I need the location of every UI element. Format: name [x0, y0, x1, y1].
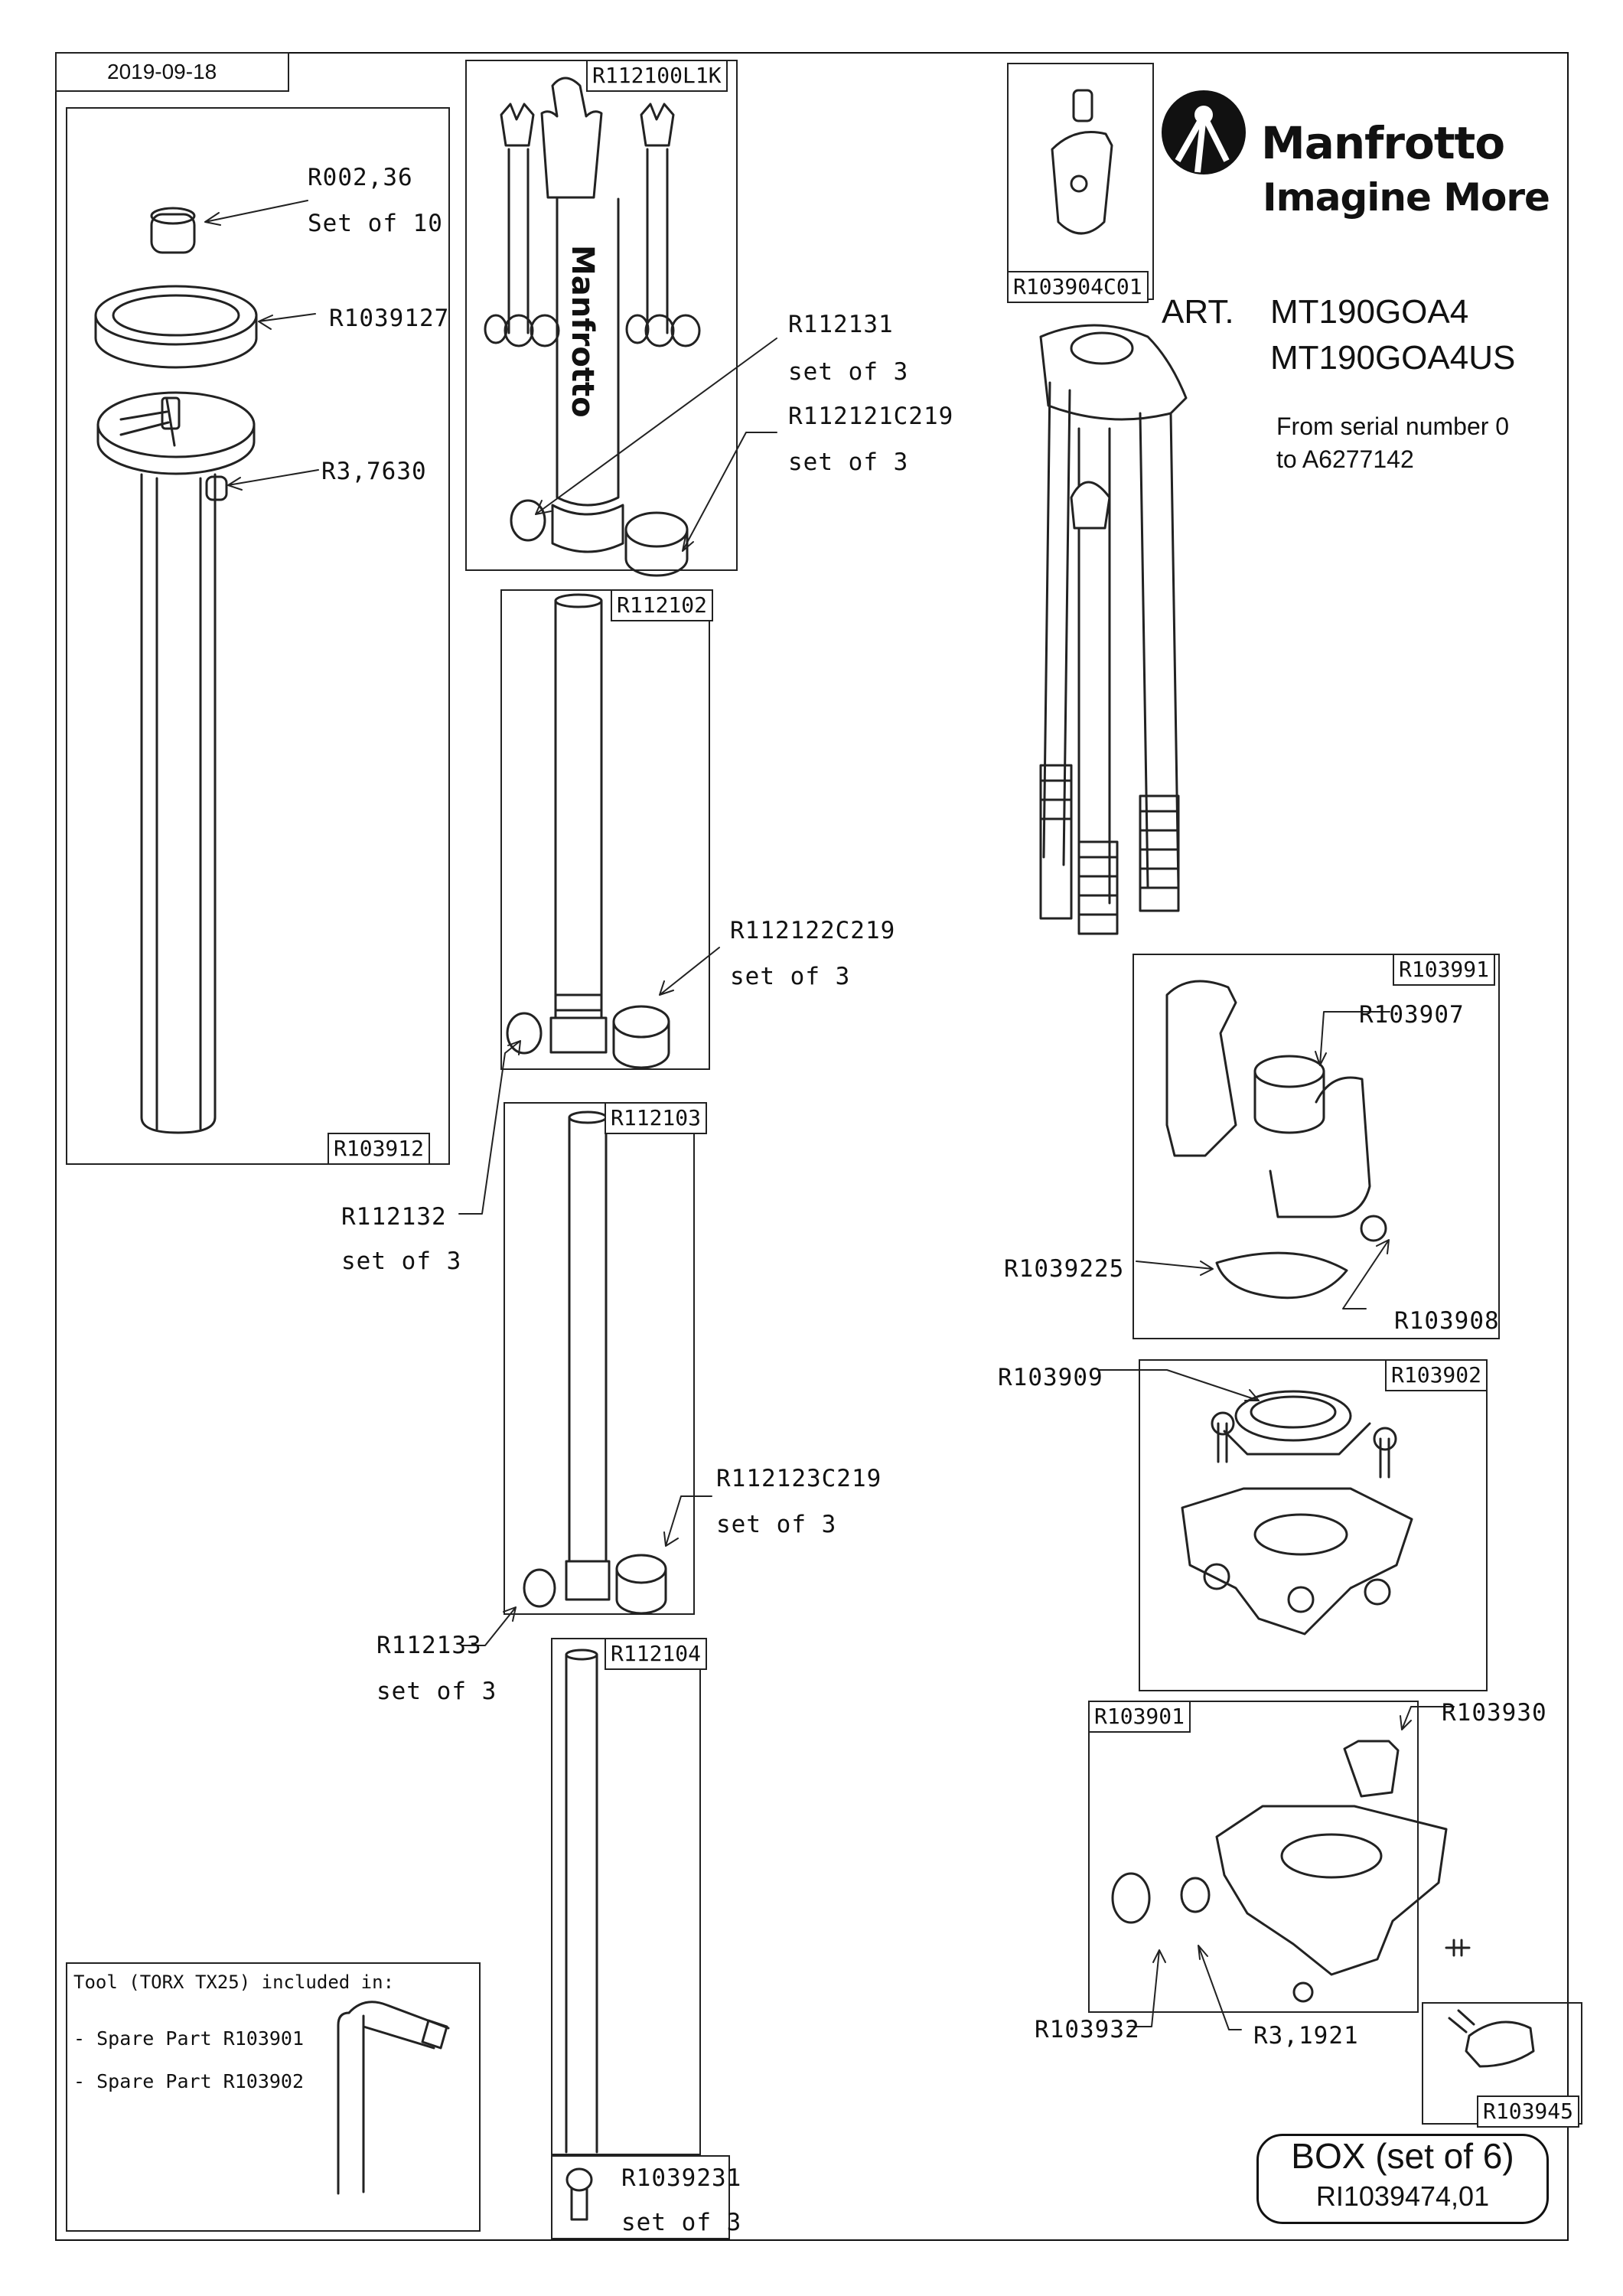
tool-title: Tool (TORX TX25) included in:	[73, 1971, 395, 1993]
part-label-r103932: R103932	[1035, 2016, 1140, 2043]
kit-box-collar	[1139, 1359, 1488, 1691]
part-label-r112123c219: R112123C219	[716, 1465, 882, 1492]
date-stamp-box	[55, 52, 289, 92]
leader-lines	[204, 200, 1455, 2030]
kit-box-column	[66, 107, 450, 1165]
box-set-code: RI1039474,01	[1315, 2180, 1490, 2212]
article-code-1: MT190GOA4	[1270, 293, 1469, 331]
brand-name: Manfrotto	[1261, 117, 1505, 169]
tripod-drawing	[1039, 324, 1188, 935]
part-label-r103909: R103909	[998, 1364, 1103, 1391]
part-qty-r1039231: set of 3	[621, 2209, 742, 2236]
serial-note-line-2: to A6277142	[1276, 445, 1414, 473]
part-label-r112131: R112131	[788, 311, 894, 338]
part-label-r112122c219: R112122C219	[730, 917, 896, 944]
box-set-badge	[1256, 2134, 1549, 2224]
kit-tag-legs: R112100L1K	[586, 60, 728, 92]
leg-angle-block-drawing	[1165, 980, 1387, 1300]
serial-note-line-1: From serial number 0	[1276, 413, 1510, 440]
kit-tag-leg2: R112102	[611, 589, 714, 621]
part-qty-r00236: Set of 10	[308, 210, 443, 237]
kit-box-spider	[1088, 1701, 1419, 2013]
kit-box-legs	[465, 60, 738, 571]
tool-line-1: - Spare Part R103901	[73, 2027, 305, 2050]
part-qty-r112121c219: set of 3	[788, 448, 909, 476]
part-label-r103930: R103930	[1442, 1699, 1547, 1727]
article-code-2: MT190GOA4US	[1270, 339, 1516, 377]
part-label-r37630: R3,7630	[321, 458, 427, 485]
part-qty-r112132: set of 3	[341, 1247, 462, 1275]
kit-tag-leg3: R112103	[605, 1102, 708, 1134]
kit-box-leg2	[500, 589, 710, 1070]
part-label-r1039231: R1039231	[621, 2164, 742, 2192]
tool-info-box	[66, 1962, 481, 2232]
knob-drawing	[1448, 2009, 1535, 2068]
part-label-r103907: R103907	[1359, 1001, 1465, 1029]
article-prefix: ART.	[1162, 293, 1234, 331]
manfrotto-logo	[1162, 90, 1246, 174]
leg-tube-3-drawing	[523, 1110, 667, 1615]
box-set-title: BOX (set of 6)	[1291, 2136, 1514, 2176]
kit-tag-collar: R103902	[1385, 1359, 1488, 1391]
tool-line-2: - Spare Part R103902	[73, 2070, 305, 2092]
kit-tag-spider: R103901	[1088, 1701, 1191, 1733]
kit-tag-leg4: R112104	[605, 1638, 708, 1670]
date-stamp: 2019-09-18	[107, 60, 217, 83]
leg-kit-drawing: Manfrotto	[484, 77, 701, 577]
part-label-r00236: R002,36	[308, 164, 413, 191]
collar-drawing	[1181, 1390, 1413, 1636]
leg-tube-4-drawing	[565, 1649, 598, 2221]
part-label-r31921: R3,1921	[1253, 2022, 1359, 2050]
part-label-r112132: R112132	[341, 1203, 447, 1231]
part-label-r112133: R112133	[376, 1632, 482, 1659]
kit-box-leg4	[551, 1638, 701, 2155]
spider-drawing	[1111, 1740, 1471, 2003]
center-column-drawing	[94, 207, 258, 1134]
part-qty-r112133: set of 3	[376, 1678, 497, 1705]
part-label-r103908: R103908	[1394, 1307, 1500, 1335]
kit-box-angle-block	[1133, 954, 1500, 1339]
svg-text:Manfrotto: Manfrotto	[565, 245, 600, 418]
part-label-r1039127: R1039127	[329, 305, 450, 332]
kit-box-foot	[551, 2155, 730, 2239]
kit-tag-knob: R103945	[1477, 2095, 1580, 2128]
part-qty-r112122c219: set of 3	[730, 963, 851, 990]
kit-tag-clip: R103904C01	[1007, 271, 1149, 303]
part-label-r112121c219: R112121C219	[788, 403, 954, 430]
leg-lock-clip-drawing	[1051, 89, 1113, 235]
part-qty-r112131: set of 3	[788, 358, 909, 386]
part-label-r1039225: R1039225	[1004, 1255, 1125, 1283]
kit-box-clip	[1007, 63, 1154, 300]
kit-box-leg3	[504, 1102, 695, 1615]
kit-tag-column: R103912	[328, 1133, 431, 1165]
kit-tag-angle-block: R103991	[1393, 954, 1496, 986]
torx-wrench-drawing	[337, 2001, 450, 2195]
part-qty-r112123c219: set of 3	[716, 1511, 837, 1538]
sheet-frame	[55, 52, 1569, 2241]
brand-tagline: Imagine More	[1263, 175, 1550, 220]
